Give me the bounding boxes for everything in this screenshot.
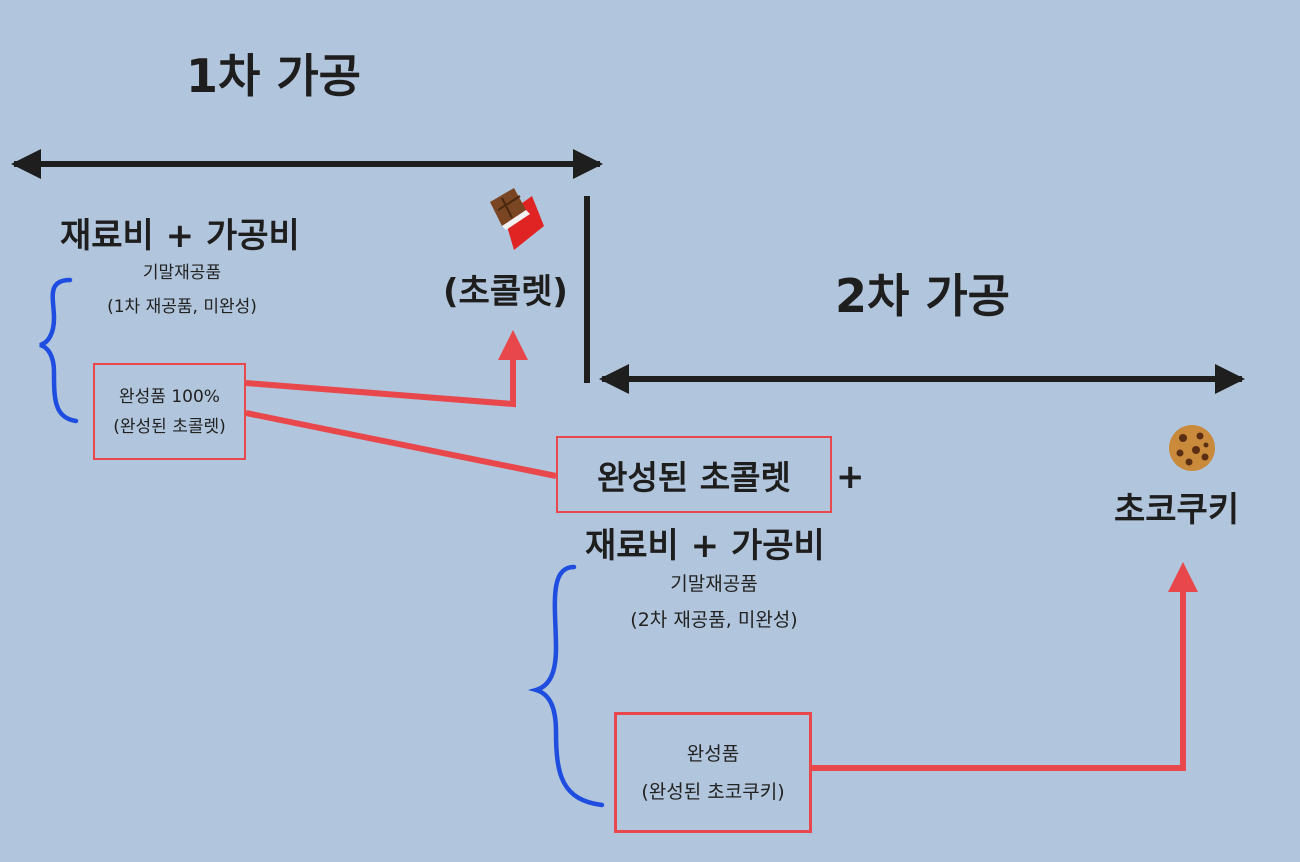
stage2-input-boxed-text: 완성된 초콜렛 (597, 457, 791, 497)
stage2-input-box: 완성된 초콜렛 (556, 436, 832, 513)
stage2-wip-line1: 기말재공품 (670, 573, 758, 595)
stage1-finished-box: 완성품 100% (완성된 초콜렛) (93, 363, 246, 460)
stage2-finished-line2: (완성된 초코쿠키) (641, 780, 785, 803)
stage2-finished-line1: 완성품 (686, 742, 740, 765)
chocolate-bar-icon (490, 188, 544, 250)
stage1-finished-line2: (완성된 초콜렛) (113, 416, 226, 437)
finished-to-stage2-input-line (245, 410, 557, 479)
stage2-brace (527, 564, 605, 808)
stage2-wip-line2: (2차 재공품, 미완성) (630, 609, 798, 631)
stage2-product-label: 초코쿠키 (1114, 490, 1240, 530)
stage1-product-label: (초콜렛) (443, 272, 568, 312)
stage1-wip-line1: 기말재공품 (142, 263, 222, 283)
stage1-finished-line1: 완성품 100% (119, 386, 220, 407)
stage1-wip-line2: (1차 재공품, 미완성) (107, 297, 257, 317)
stage2-input-plus: + (836, 457, 865, 497)
stage1-wip-label: 기말재공품 (1차 재공품, 미완성) (72, 256, 292, 324)
stage1-formula: 재료비 + 가공비 (60, 216, 300, 256)
stage2-formula: 재료비 + 가공비 (585, 526, 825, 566)
finished-to-cookie-arrow (812, 562, 1198, 771)
finished-to-chocolate-arrow (245, 330, 528, 408)
stage1-brace (39, 277, 79, 424)
stage2-finished-box: 완성품 (완성된 초코쿠키) (614, 712, 812, 833)
cookie-icon (1169, 425, 1215, 471)
stage1-title: 1차 가공 (186, 49, 361, 103)
stage2-wip-label: 기말재공품 (2차 재공품, 미완성) (600, 566, 828, 638)
stage2-title: 2차 가공 (835, 269, 1010, 323)
